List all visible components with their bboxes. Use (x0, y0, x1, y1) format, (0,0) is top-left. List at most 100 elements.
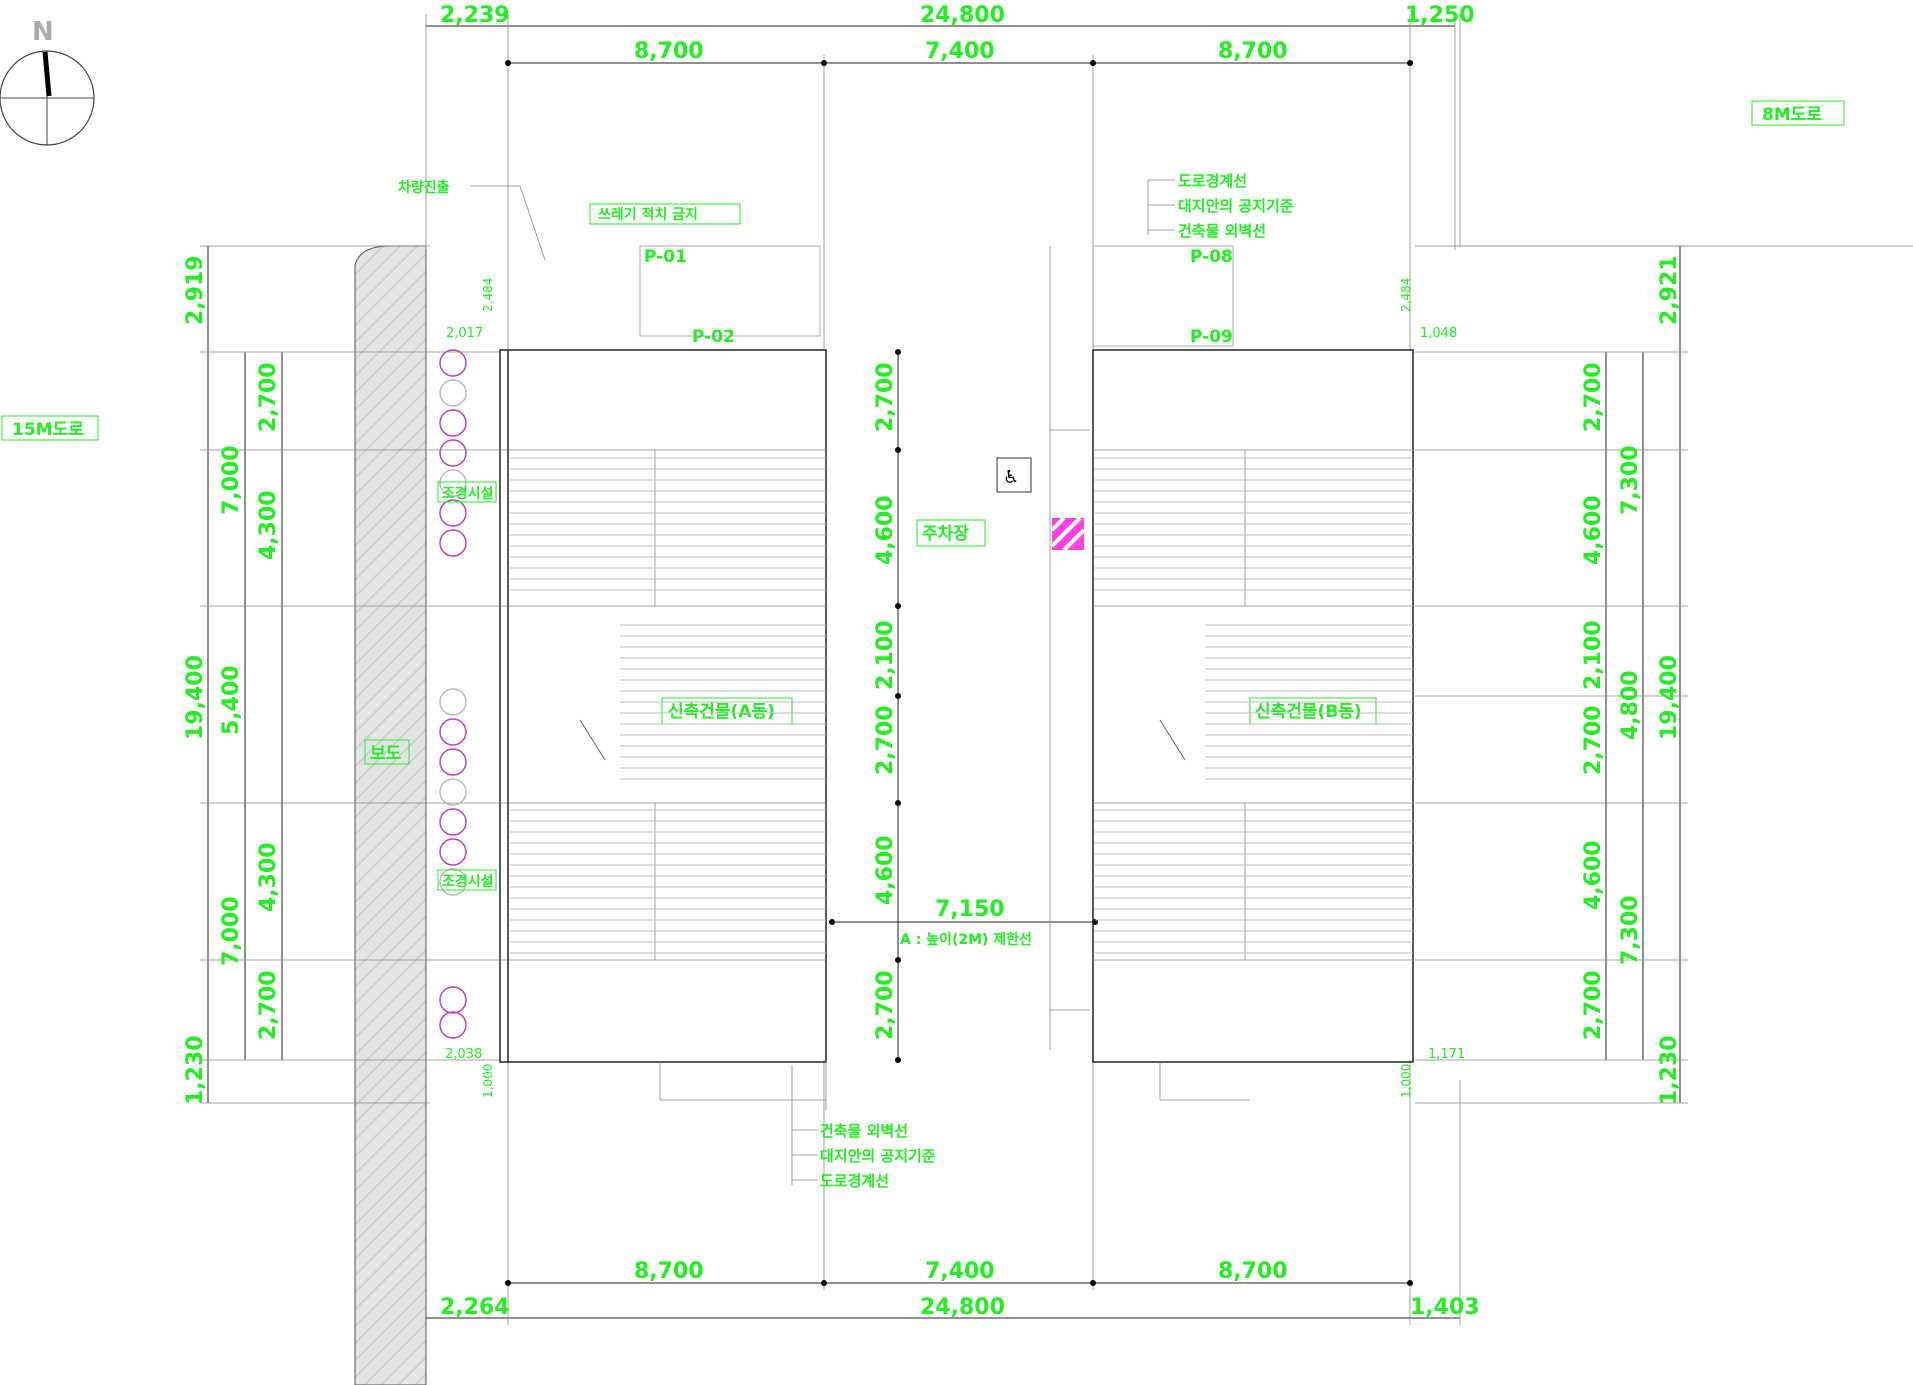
top-dim-seg1: 8,700 (634, 39, 704, 64)
p01-label: P-01 (644, 247, 687, 267)
small-dim-7: 1,171 (1428, 1047, 1465, 1062)
top-dim-right-offset: 1,250 (1405, 3, 1475, 28)
bottom-dim-right-offset: 1,403 (1410, 1295, 1480, 1320)
tree-icon (439, 379, 467, 407)
small-dim-5: 2,038 (445, 1047, 482, 1062)
center-dim-between: 7,150 (935, 897, 1005, 922)
road-label-right: 8M도로 (1762, 105, 1822, 125)
building-b: 신축건물(B동) (1092, 349, 1414, 1063)
legend-bottom: 건축물 외벽선 대지안의 공지기준 도로경계선 (791, 1065, 936, 1190)
legend-top-2: 대지안의 공지기준 (1178, 197, 1294, 215)
no-trash-label: 쓰레기 적치 금지 (598, 206, 698, 223)
top-dim-left-offset: 2,239 (440, 3, 510, 28)
bottom-dim-seg2: 7,400 (925, 1259, 995, 1284)
bottom-dim-seg3: 8,700 (1218, 1259, 1288, 1284)
tree-icon (439, 748, 467, 776)
sidewalk-strip (354, 245, 427, 1385)
tree-icon (439, 868, 467, 896)
tree-icon (439, 986, 467, 1014)
top-dim-total: 24,800 (920, 3, 1005, 28)
right-dim-bottom: 1,230 (1657, 1035, 1682, 1105)
right-dim-total: 19,400 (1657, 655, 1682, 740)
legend-bottom-1: 건축물 외벽선 (820, 1122, 908, 1140)
legend-top: 도로경계선 대지안의 공지기준 건축물 외벽선 (1147, 172, 1294, 240)
right-dim-top: 2,921 (1657, 255, 1682, 325)
tree-icon (439, 808, 467, 836)
center-dim-c2: 4,600 (873, 495, 898, 565)
disabled-parking-icon (996, 457, 1032, 493)
small-dim-2: 2,484 (481, 278, 495, 312)
bottom-dim-seg1: 8,700 (634, 1259, 704, 1284)
tree-icon (439, 349, 467, 377)
right-dim-e2: 2,700 (1581, 970, 1606, 1040)
bottom-dimensions: 2,264 24,800 1,403 8,700 7,400 8,700 (426, 1060, 1480, 1325)
left-dim-a-total: 7,000 (219, 445, 244, 515)
landscape1-label: 조경시설 (442, 485, 494, 502)
landscape2-label-box (437, 869, 497, 891)
left-dim-b-total: 7,000 (219, 896, 244, 966)
right-dim-e1: 4,600 (1581, 840, 1606, 910)
svg-text:♿: ♿ (1003, 467, 1019, 488)
left-dim-a1: 2,700 (256, 362, 281, 432)
tree-icon (439, 838, 467, 866)
stair-hatching (510, 457, 1413, 954)
tree-icon (439, 469, 467, 497)
tree-icon (439, 439, 467, 467)
right-dimensions: 2,921 2,700 4,600 7,300 2,100 4,800 2,70… (1415, 245, 1688, 1105)
legend-top-3: 건축물 외벽선 (1178, 222, 1266, 240)
road-label-left-box (1, 415, 99, 441)
no-trash-label-box (589, 203, 741, 225)
road-label-right-box (1751, 100, 1845, 126)
right-dim-c1: 2,700 (1581, 362, 1606, 432)
center-dim-c4: 2,700 (873, 705, 898, 775)
center-dim-c1: 2,700 (873, 362, 898, 432)
left-dim-total: 19,400 (183, 655, 208, 740)
left-dim-bottom: 1,230 (183, 1035, 208, 1105)
left-dim-a2: 4,300 (256, 490, 281, 560)
road-label-left: 15M도로 (12, 420, 84, 440)
parking-label: 주차장 (922, 524, 969, 544)
center-dim-c5: 4,600 (873, 835, 898, 905)
right-dim-c-total: 7,300 (1618, 445, 1643, 515)
legend-bottom-2: 대지안의 공지기준 (820, 1147, 936, 1165)
left-dim-b1: 4,300 (256, 842, 281, 912)
sidewalk-label-box (364, 739, 410, 765)
magenta-hatch-icon (1050, 516, 1086, 552)
small-dim-6: 1,000 (481, 1064, 495, 1098)
tree-icon (439, 409, 467, 437)
right-dim-c2: 4,600 (1581, 495, 1606, 565)
tree-icon (439, 1011, 467, 1039)
left-dimensions: 2,919 2,700 4,300 7,000 5,400 19,400 4,3… (183, 245, 500, 1105)
tree-icon (439, 499, 467, 527)
parking-label-box (916, 519, 986, 547)
p08-label: P-08 (1190, 247, 1233, 267)
landscape1-label-box (437, 481, 497, 503)
north-label: N (32, 17, 54, 47)
tree-icon (439, 778, 467, 806)
right-dim-d-total: 4,800 (1618, 670, 1643, 740)
bottom-dim-total: 24,800 (920, 1295, 1005, 1320)
center-dim-c6: 2,700 (873, 970, 898, 1040)
top-dim-seg3: 8,700 (1218, 39, 1288, 64)
left-dim-top: 2,919 (183, 255, 208, 325)
left-dim-mid: 5,400 (219, 665, 244, 735)
top-dim-seg2: 7,400 (925, 39, 995, 64)
building-a: 신축건물(A동) (499, 349, 827, 1063)
sidewalk-label: 보도 (370, 744, 402, 764)
separation-label: A : 높이(2M) 제한선 (900, 931, 1032, 948)
landscape-trees (439, 349, 467, 1039)
top-dimensions: 2,239 24,800 1,250 8,700 7,400 8,700 (425, 3, 1475, 350)
building-a-label: 신축건물(A동) (668, 702, 775, 722)
building-b-label: 신축건물(B동) (1255, 702, 1362, 722)
right-dim-e-total: 7,300 (1618, 895, 1643, 965)
right-dim-d1: 2,100 (1581, 620, 1606, 690)
right-dim-d2: 2,700 (1581, 705, 1606, 775)
tree-icon (439, 718, 467, 746)
bottom-dim-left-offset: 2,264 (440, 1295, 510, 1320)
center-dim-c3: 2,100 (873, 620, 898, 690)
p09-label: P-09 (1190, 327, 1233, 347)
small-dim-3: 1,048 (1420, 326, 1457, 341)
legend-bottom-3: 도로경계선 (820, 1172, 889, 1190)
p02-label: P-02 (692, 327, 735, 347)
